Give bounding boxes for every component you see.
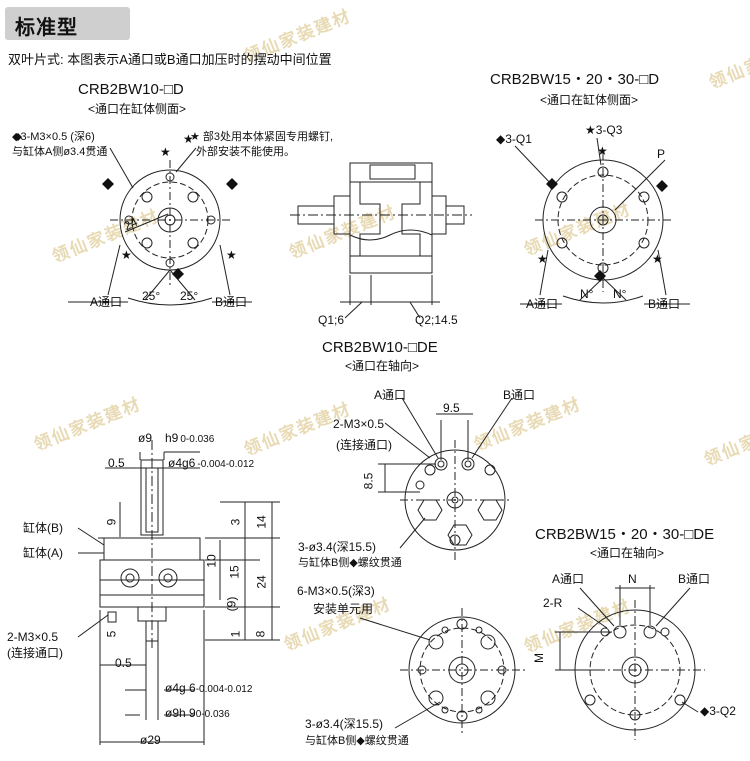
side-05b: 0.5: [115, 656, 132, 670]
side-d4g6-tol: -0.004-0.012: [197, 459, 255, 470]
mid-m3c: 6-M3×0.5(深3): [297, 584, 375, 598]
top-left-note2b: 外部安装不能使用。: [196, 146, 295, 158]
bottom-right-n: N: [628, 572, 637, 586]
mid-hole1b: 与缸体B侧◆螺纹贯通: [298, 557, 402, 569]
bottom-right-r: 2-R: [543, 596, 563, 610]
bottom-right-port-a: A通口: [552, 572, 585, 586]
mid-m3: 2-M3×0.5: [333, 417, 385, 431]
side-body-a: 缸体(A): [23, 546, 63, 560]
top-left-caption: <通口在缸体侧面>: [88, 102, 187, 116]
side-h9-label: h9: [165, 431, 179, 445]
top-right-n1: N°: [580, 287, 594, 301]
side-d4g-label: ø4g: [165, 681, 186, 695]
mid-lower-view: [359, 608, 525, 735]
svg-text:★: ★: [121, 248, 132, 262]
side-port-note: 2-M3×0.5: [7, 630, 59, 644]
top-left-port-b: B通口: [215, 295, 248, 309]
side-dim-3: 3: [228, 518, 243, 526]
top-left-note1b: 与缸体A侧ø3.4贯通: [12, 146, 108, 158]
side-dim-8: 8: [253, 630, 268, 638]
top-right-caption: <通口在缸体侧面>: [540, 93, 639, 107]
bottom-right-title: CRB2BW15・20・30-□DE: [535, 526, 715, 543]
side-d4g-tol: -0.004-0.012: [195, 684, 253, 695]
top-left-dim-25b: 25°: [180, 289, 199, 303]
side-d9h-label: ø9h: [165, 706, 186, 720]
side-d9h-val: 9: [189, 706, 196, 720]
svg-text:★: ★: [183, 132, 194, 146]
side-d9h-tol: 0-0.036: [195, 709, 230, 720]
bottom-right-port-b: B通口: [678, 572, 711, 586]
side-d4g-val: 6: [189, 681, 196, 695]
svg-text:★: ★: [537, 252, 548, 266]
top-left-title: CRB2BW10-□D: [78, 81, 184, 98]
side-dim-10: 10: [204, 554, 219, 568]
side-h9-tol: 0-0.036: [180, 434, 215, 445]
svg-text:★: ★: [226, 248, 237, 262]
mid-hole2: 3-ø3.4(深15.5): [305, 717, 384, 731]
top-left-note2: ★ 部3处用本体紧固专用螺钉,: [190, 131, 334, 143]
top-right-port-b: B通口: [648, 297, 681, 311]
top-right-title: CRB2BW15・20・30-□D: [490, 71, 660, 88]
mid-m3b: (连接通口): [336, 438, 392, 452]
side-d4g: ø4g 6-0.004-0.012: [165, 682, 252, 695]
mid-hole1: 3-ø3.4(深15.5): [298, 540, 377, 554]
mid-port-a: A通口: [374, 388, 407, 402]
top-right-view: [514, 137, 690, 305]
mid-dim-95: 9.5: [443, 401, 460, 415]
side-d29: ø29: [140, 733, 161, 747]
top-mid-caption: <通口在轴向>: [345, 359, 420, 373]
mid-m3cb: 安装单元用: [313, 602, 374, 616]
side-d9h: ø9h 90-0.036: [165, 707, 230, 720]
top-right-q3: ★3-Q3: [585, 123, 623, 137]
svg-text:★: ★: [597, 144, 608, 158]
svg-text:★: ★: [160, 145, 171, 159]
top-left-port-a: A通口: [90, 295, 123, 309]
top-mid-view: [290, 162, 472, 319]
top-mid-q2: Q2;14.5: [415, 313, 458, 327]
side-dim-5: 5: [104, 630, 119, 638]
header-subtitle: 双叶片式: 本图表示A通口或B通口加压时的摆动中间位置: [8, 52, 332, 67]
side-dim-14: 14: [254, 515, 269, 529]
bottom-right-caption: <通口在轴向>: [590, 546, 665, 560]
side-d4g6-label: ø4g6: [168, 456, 196, 470]
top-right-p: P: [657, 147, 666, 161]
side-d9: ø9: [138, 431, 153, 445]
badge-title: 标准型: [15, 17, 78, 39]
top-right-n2: N°: [613, 287, 627, 301]
mid-upper-view: [378, 397, 513, 560]
side-dim-9p: (9): [224, 596, 239, 612]
header-badge: 标准型: [5, 7, 130, 40]
mid-hole2b: 与缸体B侧◆螺纹贯通: [305, 735, 409, 747]
side-dim-9: 9: [104, 518, 119, 526]
side-dim-1: 1: [228, 630, 243, 638]
bottom-right-q2: ◆3-Q2: [700, 704, 736, 718]
side-view: [77, 440, 280, 745]
top-left-view: [68, 147, 252, 306]
mid-dim-85: 8.5: [361, 472, 376, 490]
top-left-dim-25a: 25°: [142, 289, 161, 303]
svg-text:★: ★: [652, 252, 663, 266]
top-right-port-a: A通口: [526, 297, 559, 311]
bottom-right-m: M: [532, 653, 546, 663]
side-port-note-b: (连接通口): [7, 646, 63, 660]
top-mid-title: CRB2BW10-□DE: [322, 339, 438, 356]
bottom-right-view: [555, 585, 705, 740]
side-dim-15: 15: [227, 565, 242, 579]
side-dim-24: 24: [254, 575, 269, 589]
top-right-q1: ◆3-Q1: [496, 132, 532, 146]
top-left-note1: ◆3-M3×0.5 (深6): [12, 131, 95, 143]
mid-port-b: B通口: [503, 388, 536, 402]
top-mid-q1: Q1;6: [318, 313, 345, 327]
side-body-b: 缸体(B): [23, 521, 63, 535]
side-d4g6: ø4g6-0.004-0.012: [168, 457, 254, 470]
side-05a: 0.5: [108, 456, 125, 470]
